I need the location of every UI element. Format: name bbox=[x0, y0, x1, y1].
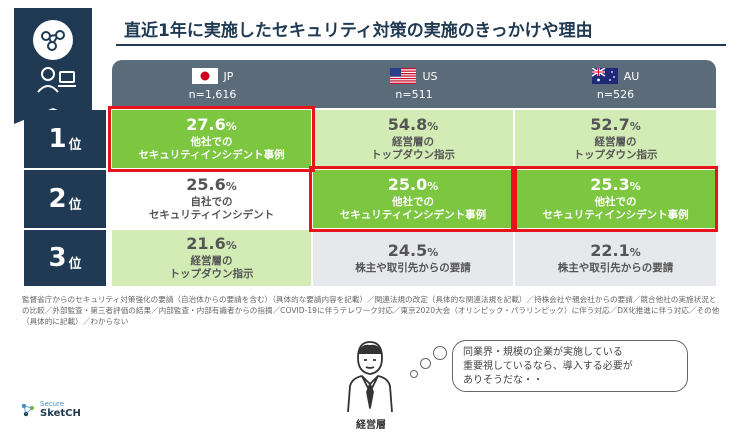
cell-rank3-au: 22.1% 株主や取引先からの要請 bbox=[515, 230, 716, 286]
thought-dot bbox=[420, 358, 431, 369]
executive-icon bbox=[347, 341, 393, 413]
column-header-us: US n=511 bbox=[313, 60, 515, 108]
japan-flag-icon bbox=[191, 68, 218, 84]
title-divider bbox=[116, 44, 726, 46]
speech-bubble: 同業界・規模の企業が実施している 重要視しているなら、導入する必要が ありそうだ… bbox=[452, 340, 688, 392]
thought-dot bbox=[433, 346, 447, 360]
reason-label: 株主や取引先からの要請 bbox=[355, 261, 471, 274]
reason-label: 株主や取引先からの要請 bbox=[557, 261, 674, 274]
sample-size: n=1,616 bbox=[188, 88, 237, 101]
column-header-au: AU n=526 bbox=[515, 60, 716, 108]
speech-line: 重要視しているなら、導入する必要が bbox=[463, 361, 633, 372]
cell-rank3-us: 24.5% 株主や取引先からの要請 bbox=[313, 230, 513, 286]
secure-sketch-logo: Secure SketCH bbox=[20, 400, 81, 419]
cell-rank2-jp: 25.6% 自社での セキュリティインシデント bbox=[112, 170, 311, 228]
column-header-jp: JP n=1,616 bbox=[112, 60, 313, 108]
country-label: US bbox=[422, 69, 438, 83]
section-badge bbox=[14, 8, 92, 124]
network-person-icon bbox=[33, 20, 76, 93]
reason-label: 経営層の bbox=[594, 136, 637, 148]
speech-line: 同業界・規模の企業が実施している bbox=[463, 347, 623, 358]
reason-label: トップダウン指示 bbox=[371, 149, 455, 161]
cell-rank1-jp: 27.6% 他社での セキュリティインシデント事例 bbox=[112, 110, 311, 168]
rank-number: 3 bbox=[48, 243, 67, 273]
rank-suffix: 位 bbox=[68, 197, 82, 213]
reason-label: 他社での bbox=[392, 196, 434, 208]
percentage: 21.6% bbox=[186, 234, 237, 253]
cell-rank1-au: 52.7% 経営層の トップダウン指示 bbox=[515, 110, 716, 168]
speech-line: ありそうだな・・ bbox=[463, 375, 543, 386]
sample-size: n=511 bbox=[395, 88, 433, 101]
thought-dot bbox=[410, 370, 418, 378]
percentage: 22.1% bbox=[590, 240, 641, 260]
reason-label: 経営層の bbox=[190, 255, 233, 267]
reason-label: セキュリティインシデント事例 bbox=[339, 209, 487, 221]
reason-label: 自社での bbox=[190, 196, 233, 208]
reason-label: 他社での bbox=[594, 196, 637, 208]
reason-label: 他社での bbox=[190, 136, 233, 148]
cell-rank3-jp: 21.6% 経営層の トップダウン指示 bbox=[112, 230, 311, 286]
australia-flag-icon bbox=[591, 68, 618, 84]
reason-label: トップダウン指示 bbox=[573, 149, 658, 161]
country-label: JP bbox=[223, 69, 234, 83]
percentage: 25.0% bbox=[387, 175, 439, 194]
reason-label: 経営層の bbox=[392, 136, 434, 148]
rank-suffix: 位 bbox=[68, 137, 82, 153]
logo-mark-icon bbox=[21, 403, 35, 416]
percentage: 24.5% bbox=[387, 240, 439, 260]
country-header-row: JP n=1,616 US n=511 AU n=526 bbox=[112, 60, 716, 108]
cell-rank1-us: 54.8% 経営層の トップダウン指示 bbox=[313, 110, 513, 168]
rank-number: 2 bbox=[48, 184, 67, 214]
logo-text-bottom: SketCH bbox=[40, 408, 81, 419]
country-label: AU bbox=[623, 69, 640, 83]
usa-flag-icon bbox=[390, 68, 417, 84]
sample-size: n=526 bbox=[596, 88, 635, 101]
rank-number: 1 bbox=[48, 124, 67, 154]
cell-rank2-us: 25.0% 他社での セキュリティインシデント事例 bbox=[313, 170, 513, 228]
logo-text-top: Secure bbox=[40, 400, 65, 408]
person-label: 経営層 bbox=[356, 420, 386, 431]
reason-label: トップダウン指示 bbox=[169, 268, 254, 280]
reason-label: セキュリティインシデント bbox=[148, 209, 275, 221]
percentage: 25.6% bbox=[186, 175, 237, 194]
percentage: 25.3% bbox=[590, 175, 641, 194]
percentage: 27.6% bbox=[186, 115, 237, 134]
footnote: 監督省庁からのセキュリティ対策強化の要請（自治体からの要請を含む）（具体的な要請… bbox=[22, 295, 720, 326]
reason-label: セキュリティインシデント事例 bbox=[138, 149, 285, 161]
cell-rank2-au: 25.3% 他社での セキュリティインシデント事例 bbox=[515, 170, 716, 228]
percentage: 52.7% bbox=[590, 115, 641, 134]
page-title: 直近1年に実施したセキュリティ対策の実施のきっかけや理由 bbox=[124, 21, 593, 41]
percentage: 54.8% bbox=[387, 115, 439, 134]
reason-label: セキュリティインシデント事例 bbox=[542, 209, 689, 221]
rank-suffix: 位 bbox=[68, 256, 82, 272]
